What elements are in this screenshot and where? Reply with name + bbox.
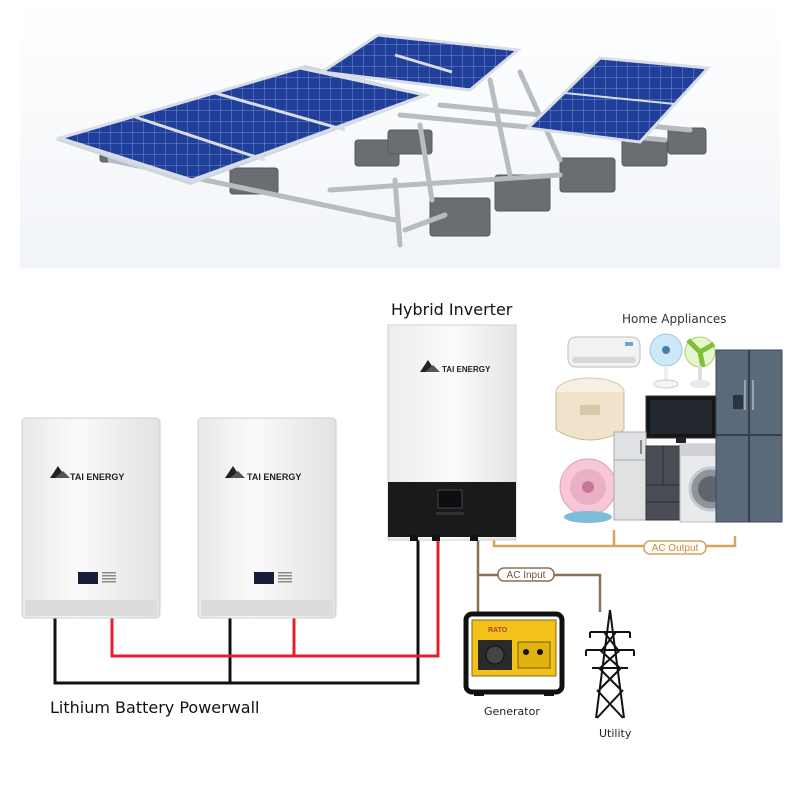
refrigerator-icon [715,349,783,523]
generator-icon [463,611,565,696]
solar-panel-array-icon [54,33,712,248]
generator-title: Generator [484,705,540,718]
fan-icon [649,333,683,389]
dc-negative-wire [53,536,420,685]
refrigerator-icon [613,431,647,521]
ac-output-wire [492,530,737,548]
ac-output-label: AC Output [652,543,699,554]
ac-input-tag [497,567,555,582]
air-conditioner-icon [567,336,641,368]
ac-output-tag [643,540,707,555]
battery-icon [21,417,161,619]
home-appliances-title: Home Appliances [622,312,727,326]
inverter-brand: TAI ENERGY [442,365,491,374]
battery-brand-2: TAI ENERGY [247,472,301,482]
home-appliances-group [555,333,783,523]
tv-icon [645,395,717,443]
battery-icon [197,417,337,619]
dc-positive-wire [110,536,440,658]
fan-icon [684,336,716,388]
battery-title: Lithium Battery Powerwall [50,698,260,717]
battery-brand-1: TAI ENERGY [70,472,124,482]
utility-title: Utility [599,727,632,740]
fan-icon [559,458,617,523]
generator-brand: RATO [488,627,508,634]
transmission-tower-icon [585,609,635,719]
inverter-icon [387,324,517,541]
inverter-title: Hybrid Inverter [391,300,513,319]
rice-cooker-icon [555,377,625,441]
refrigerator-icon [645,445,681,521]
ac-input-label: AC Input [507,570,546,581]
